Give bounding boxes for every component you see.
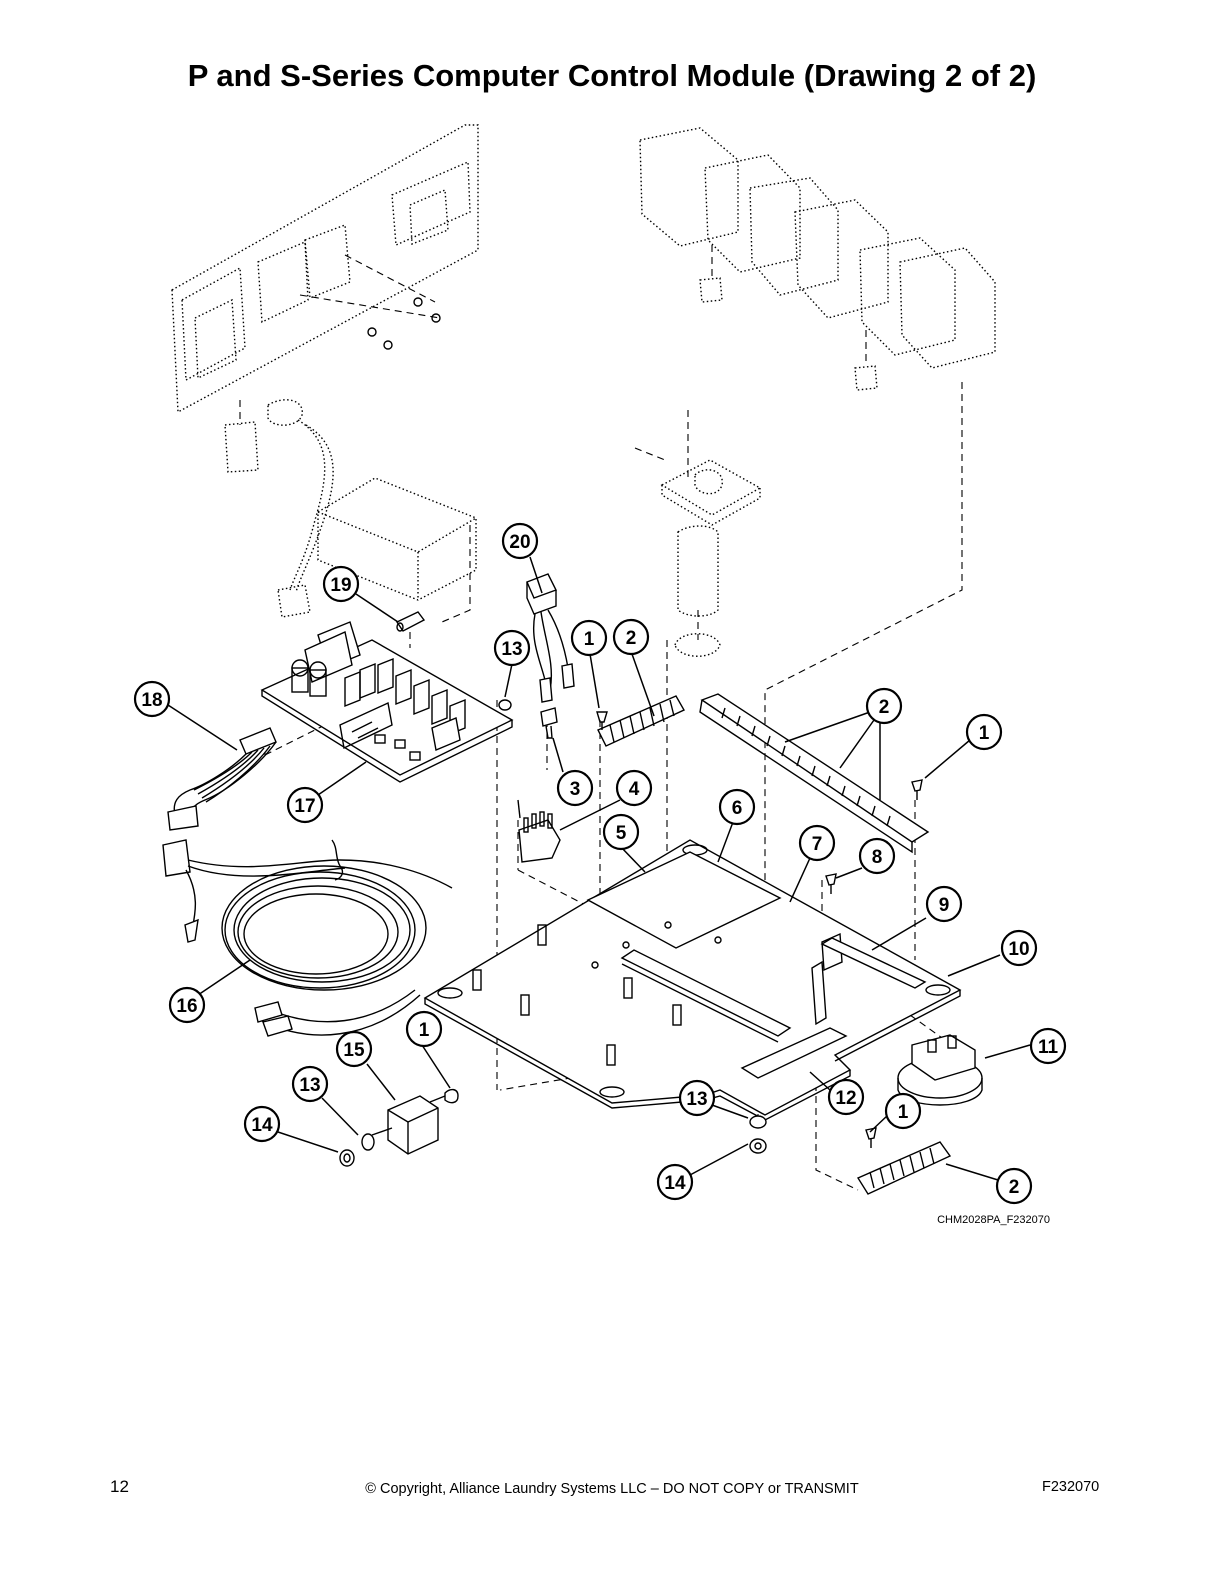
callout-label: 13 (299, 1075, 320, 1096)
reference-control-panel (171, 124, 479, 618)
relay (517, 799, 561, 863)
page-title: P and S-Series Computer Control Module (… (187, 58, 1037, 93)
rotary-switch (339, 1095, 439, 1167)
callout-1: 1 (965, 713, 1003, 751)
callout-label: 14 (664, 1173, 686, 1194)
callout-label: 2 (1009, 1177, 1020, 1198)
base-plate (423, 839, 962, 1121)
callout-7: 7 (798, 824, 836, 862)
callout-10: 10 (1000, 929, 1038, 967)
drawing-code: CHM2028PA_F232070 (937, 1214, 1050, 1226)
callout-label: 19 (330, 575, 351, 596)
callout-5: 5 (602, 813, 640, 851)
callout-label: 17 (294, 796, 315, 817)
callout-18: 18 (133, 680, 171, 718)
callout-label: 1 (584, 629, 595, 650)
terminal-strip-long (699, 693, 930, 854)
callout-label: 12 (835, 1088, 856, 1109)
reference-contactors (639, 127, 996, 391)
copyright-notice: © Copyright, Alliance Laundry Systems LL… (365, 1481, 859, 1497)
callout-label: 10 (1008, 939, 1029, 960)
callout-11: 11 (1029, 1027, 1067, 1065)
callout-label: 11 (1038, 1037, 1059, 1058)
callout-label: 2 (879, 697, 890, 718)
callout-label: 20 (509, 532, 530, 553)
callout-14: 14 (656, 1163, 694, 1201)
callout-label: 6 (732, 798, 743, 819)
callout-label: 1 (898, 1102, 909, 1123)
callout-1: 1 (570, 619, 608, 657)
callout-label: 14 (251, 1115, 273, 1136)
callout-label: 1 (419, 1020, 430, 1041)
terminal (540, 707, 558, 739)
pressure-switch (897, 1034, 983, 1106)
callout-label: 13 (501, 639, 522, 660)
terminal-strip-bottom (856, 1141, 952, 1195)
callout-15: 15 (335, 1030, 373, 1068)
callout-label: 4 (629, 779, 640, 800)
callout-label: 13 (686, 1089, 707, 1110)
reference-capacitor (634, 410, 762, 657)
ribbon-cable (167, 727, 277, 831)
leader-lines (167, 556, 1031, 1181)
callout-1: 1 (405, 1010, 443, 1048)
callout-label: 3 (570, 779, 581, 800)
page-number: 12 (110, 1477, 129, 1496)
callout-label: 18 (141, 690, 162, 711)
callout-6: 6 (718, 788, 756, 826)
noise-filter (526, 573, 575, 703)
callout-20: 20 (501, 522, 539, 560)
control-board (260, 621, 514, 783)
document-id: F232070 (1042, 1479, 1100, 1495)
callout-label: 15 (343, 1040, 365, 1061)
callout-label: 5 (616, 823, 627, 844)
callout-2: 2 (612, 618, 650, 656)
callout-8: 8 (858, 837, 896, 875)
screws (429, 711, 923, 1148)
reference-cover-box (317, 477, 477, 601)
wire-harness (162, 839, 453, 1037)
callout-16: 16 (168, 986, 206, 1024)
callout-4: 4 (615, 769, 653, 807)
callout-label: 8 (872, 847, 883, 868)
callout-9: 9 (925, 885, 963, 923)
callout-12: 12 (827, 1078, 865, 1116)
callout-17: 17 (286, 786, 324, 824)
callout-13: 13 (291, 1065, 329, 1103)
callout-13: 13 (678, 1079, 716, 1117)
terminal-strip-small (597, 695, 685, 747)
fuse (395, 611, 426, 632)
callout-14: 14 (243, 1105, 281, 1143)
callout-1: 1 (884, 1092, 922, 1130)
callout-2: 2 (865, 687, 903, 725)
callout-2: 2 (995, 1167, 1033, 1205)
callout-label: 9 (939, 895, 950, 916)
callout-label: 2 (626, 628, 637, 649)
callout-19: 19 (322, 565, 360, 603)
callout-13: 13 (493, 629, 531, 667)
nut-washer (498, 699, 767, 1154)
callout-label: 16 (176, 996, 197, 1017)
callout-label: 7 (812, 834, 823, 855)
callout-3: 3 (556, 769, 594, 807)
callout-label: 1 (979, 723, 990, 744)
